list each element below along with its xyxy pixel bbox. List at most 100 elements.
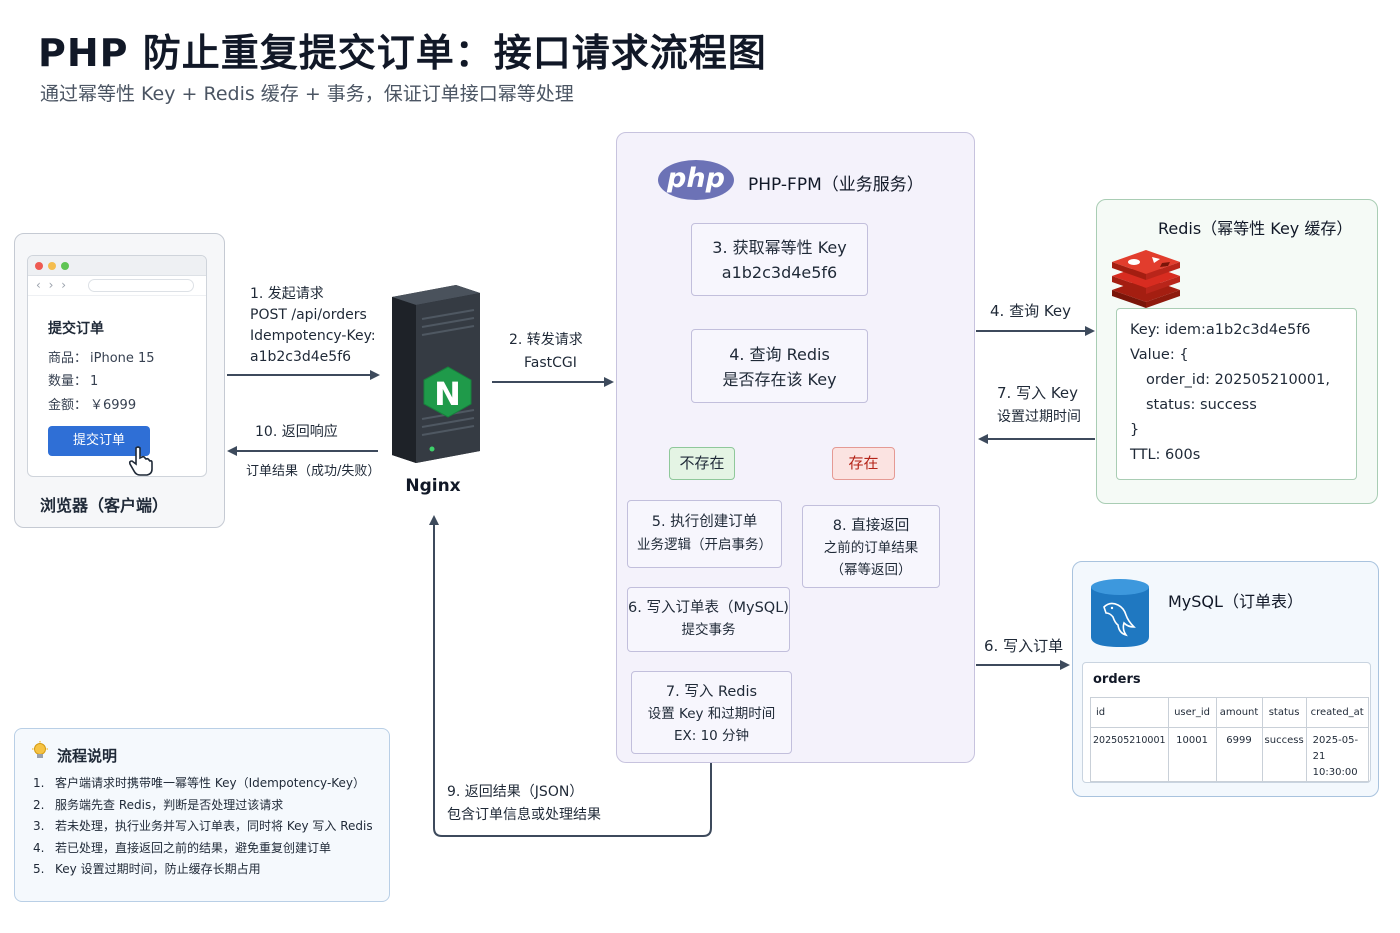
amount-value: ￥6999	[90, 398, 137, 413]
maximize-dot-icon	[61, 262, 69, 270]
redis-order-id-line: order_id: 202505210001,	[1146, 372, 1330, 388]
list-item: 1.客户端请求时携带唯一幂等性 Key（Idempotency-Key）	[33, 776, 366, 790]
list-item: 4.若已处理，直接返回之前的结果，避免重复创建订单	[33, 840, 332, 855]
amount-key: 金额：	[48, 398, 88, 413]
request-label-method: POST /api/orders	[250, 307, 367, 323]
redis-value-open: Value: {	[1130, 347, 1189, 363]
step-4-title: 4. 查询 Redis	[729, 345, 830, 364]
legend-list: 1.客户端请求时携带唯一幂等性 Key（Idempotency-Key） 2.服…	[33, 773, 373, 881]
cell-amount: 6999	[1215, 727, 1263, 782]
lightbulb-icon	[32, 741, 48, 758]
step-3-get-key: 3. 获取幂等性 Key a1b2c3d4e5f6	[691, 223, 868, 296]
cell-id: 202505210001	[1090, 727, 1169, 782]
address-bar[interactable]	[88, 279, 194, 292]
page-subtitle: 通过幂等性 Key + Redis 缓存 + 事务，保证订单接口幂等处理	[40, 83, 574, 105]
redis-logo-icon	[1112, 250, 1180, 308]
legend-item-text: 若未处理，执行业务并写入订单表，同时将 Key 写入 Redis	[55, 819, 373, 833]
step-3-title: 3. 获取幂等性 Key	[712, 238, 847, 257]
amount-row: 金额：￥6999	[48, 394, 136, 413]
redis-status-line: status: success	[1146, 397, 1257, 413]
window-titlebar	[28, 256, 206, 276]
orders-table-panel: orders id user_id amount status created_…	[1082, 662, 1371, 783]
response-label-step: 10. 返回响应	[255, 424, 338, 440]
list-item: 5.Key 设置过期时间，防止缓存长期占用	[33, 862, 261, 876]
column-header-status: status	[1261, 697, 1307, 728]
mysql-title: MySQL（订单表）	[1168, 592, 1303, 611]
legend-item-text: 若已处理，直接返回之前的结果，避免重复创建订单	[55, 840, 332, 855]
step-8-title: 8. 直接返回	[832, 518, 910, 534]
branch-exist-badge: 存在	[832, 447, 895, 480]
return-json-label-step: 9. 返回结果（JSON）	[447, 784, 584, 800]
nginx-server-icon: N	[392, 285, 480, 463]
browser-nav-bar: ‹ › ›	[28, 276, 206, 296]
nginx-label: Nginx	[405, 476, 461, 496]
write-key-label-step: 7. 写入 Key	[997, 384, 1079, 402]
step-7-desc: 设置 Key 和过期时间	[647, 706, 776, 722]
orders-table: id user_id amount status created_at 2025…	[1090, 697, 1369, 782]
order-form-title: 提交订单	[48, 321, 104, 337]
step-6-write-mysql: 6. 写入订单表（MySQL) 提交事务	[627, 587, 790, 652]
write-key-label-ttl: 设置过期时间	[997, 409, 1081, 425]
redis-value-close: }	[1130, 422, 1140, 438]
quantity-key: 数量：	[48, 374, 88, 389]
cell-user-id: 10001	[1167, 727, 1217, 782]
php-logo-icon: php	[658, 160, 734, 200]
redis-key-line: Key: idem:a1b2c3d4e5f6	[1130, 322, 1311, 338]
step-7-ttl: EX: 10 分钟	[673, 728, 750, 744]
quantity-row: 数量：1	[48, 370, 98, 389]
orders-header-row: id user_id amount status created_at	[1090, 697, 1369, 728]
column-header-created-at: created_at	[1305, 697, 1369, 728]
redis-key-value-box: Key: idem:a1b2c3d4e5f6 Value: { order_id…	[1116, 308, 1357, 480]
legend-item-text: 服务端先查 Redis，判断是否处理过该请求	[55, 797, 284, 812]
legend-title: 流程说明	[57, 747, 118, 765]
legend-item-text: Key 设置过期时间，防止缓存长期占用	[55, 862, 261, 876]
mysql-database-icon	[1091, 579, 1149, 647]
product-key: 商品：	[48, 351, 88, 366]
browser-client-label: 浏览器（客户端）	[39, 496, 168, 515]
table-row: 202505210001 10001 6999 success 2025-05-…	[1090, 727, 1369, 782]
request-label-step: 1. 发起请求	[250, 286, 324, 302]
step-5-title: 5. 执行创建订单	[651, 514, 758, 530]
list-item: 3.若未处理，执行业务并写入订单表，同时将 Key 写入 Redis	[33, 819, 373, 833]
flow-legend-panel: 流程说明 1.客户端请求时携带唯一幂等性 Key（Idempotency-Key…	[14, 728, 390, 902]
step-4-query-redis: 4. 查询 Redis 是否存在该 Key	[691, 329, 868, 403]
orders-table-title: orders	[1093, 672, 1141, 687]
minimize-dot-icon	[48, 262, 56, 270]
hand-cursor-icon	[128, 446, 153, 476]
step-7-write-redis: 7. 写入 Redis 设置 Key 和过期时间 EX: 10 分钟	[631, 671, 792, 754]
return-json-label-desc: 包含订单信息或处理结果	[447, 807, 601, 823]
step-8-desc: 之前的订单结果	[823, 540, 919, 556]
quantity-value: 1	[90, 374, 99, 389]
legend-header: 流程说明	[31, 741, 117, 766]
redis-ttl-line: TTL: 600s	[1130, 447, 1201, 463]
column-header-id: id	[1090, 697, 1169, 728]
write-order-label: 6. 写入订单	[984, 637, 1064, 655]
forward-label-protocol: FastCGI	[524, 355, 577, 371]
query-key-label: 4. 查询 Key	[990, 302, 1072, 320]
submit-order-button[interactable]: 提交订单	[48, 426, 150, 456]
step-8-direct-return: 8. 直接返回 之前的订单结果 （幂等返回）	[802, 505, 940, 588]
page-title: PHP 防止重复提交订单：接口请求流程图	[38, 31, 767, 75]
product-value: iPhone 15	[90, 351, 155, 366]
forward-label-step: 2. 转发请求	[509, 332, 583, 348]
redis-title: Redis（幂等性 Key 缓存）	[1158, 219, 1353, 238]
step-4-desc: 是否存在该 Key	[722, 370, 837, 389]
step-6-title: 6. 写入订单表（MySQL)	[628, 600, 789, 616]
step-8-note: （幂等返回）	[830, 562, 912, 578]
step-6-desc: 提交事务	[681, 622, 736, 638]
column-header-amount: amount	[1215, 697, 1263, 728]
arrow-return-json	[429, 515, 712, 837]
step-5-create-order: 5. 执行创建订单 业务逻辑（开启事务）	[627, 500, 782, 568]
request-label-header: Idempotency-Key:	[250, 328, 376, 344]
step-3-key: a1b2c3d4e5f6	[721, 263, 838, 282]
list-item: 2.服务端先查 Redis，判断是否处理过该请求	[33, 797, 284, 812]
close-dot-icon	[35, 262, 43, 270]
step-5-desc: 业务逻辑（开启事务）	[637, 537, 772, 553]
php-fpm-title: PHP-FPM（业务服务）	[748, 175, 924, 195]
legend-item-text: 客户端请求时携带唯一幂等性 Key（Idempotency-Key）	[55, 776, 366, 790]
browser-window: ‹ › › 提交订单 商品：iPhone 15 数量：1 金额：￥6999 提交…	[27, 255, 207, 477]
branch-not-exist-badge: 不存在	[669, 447, 735, 480]
cell-created-at: 2025-05-21 10:30:00	[1305, 727, 1369, 782]
cell-status: success	[1261, 727, 1307, 782]
product-row: 商品：iPhone 15	[48, 347, 155, 366]
